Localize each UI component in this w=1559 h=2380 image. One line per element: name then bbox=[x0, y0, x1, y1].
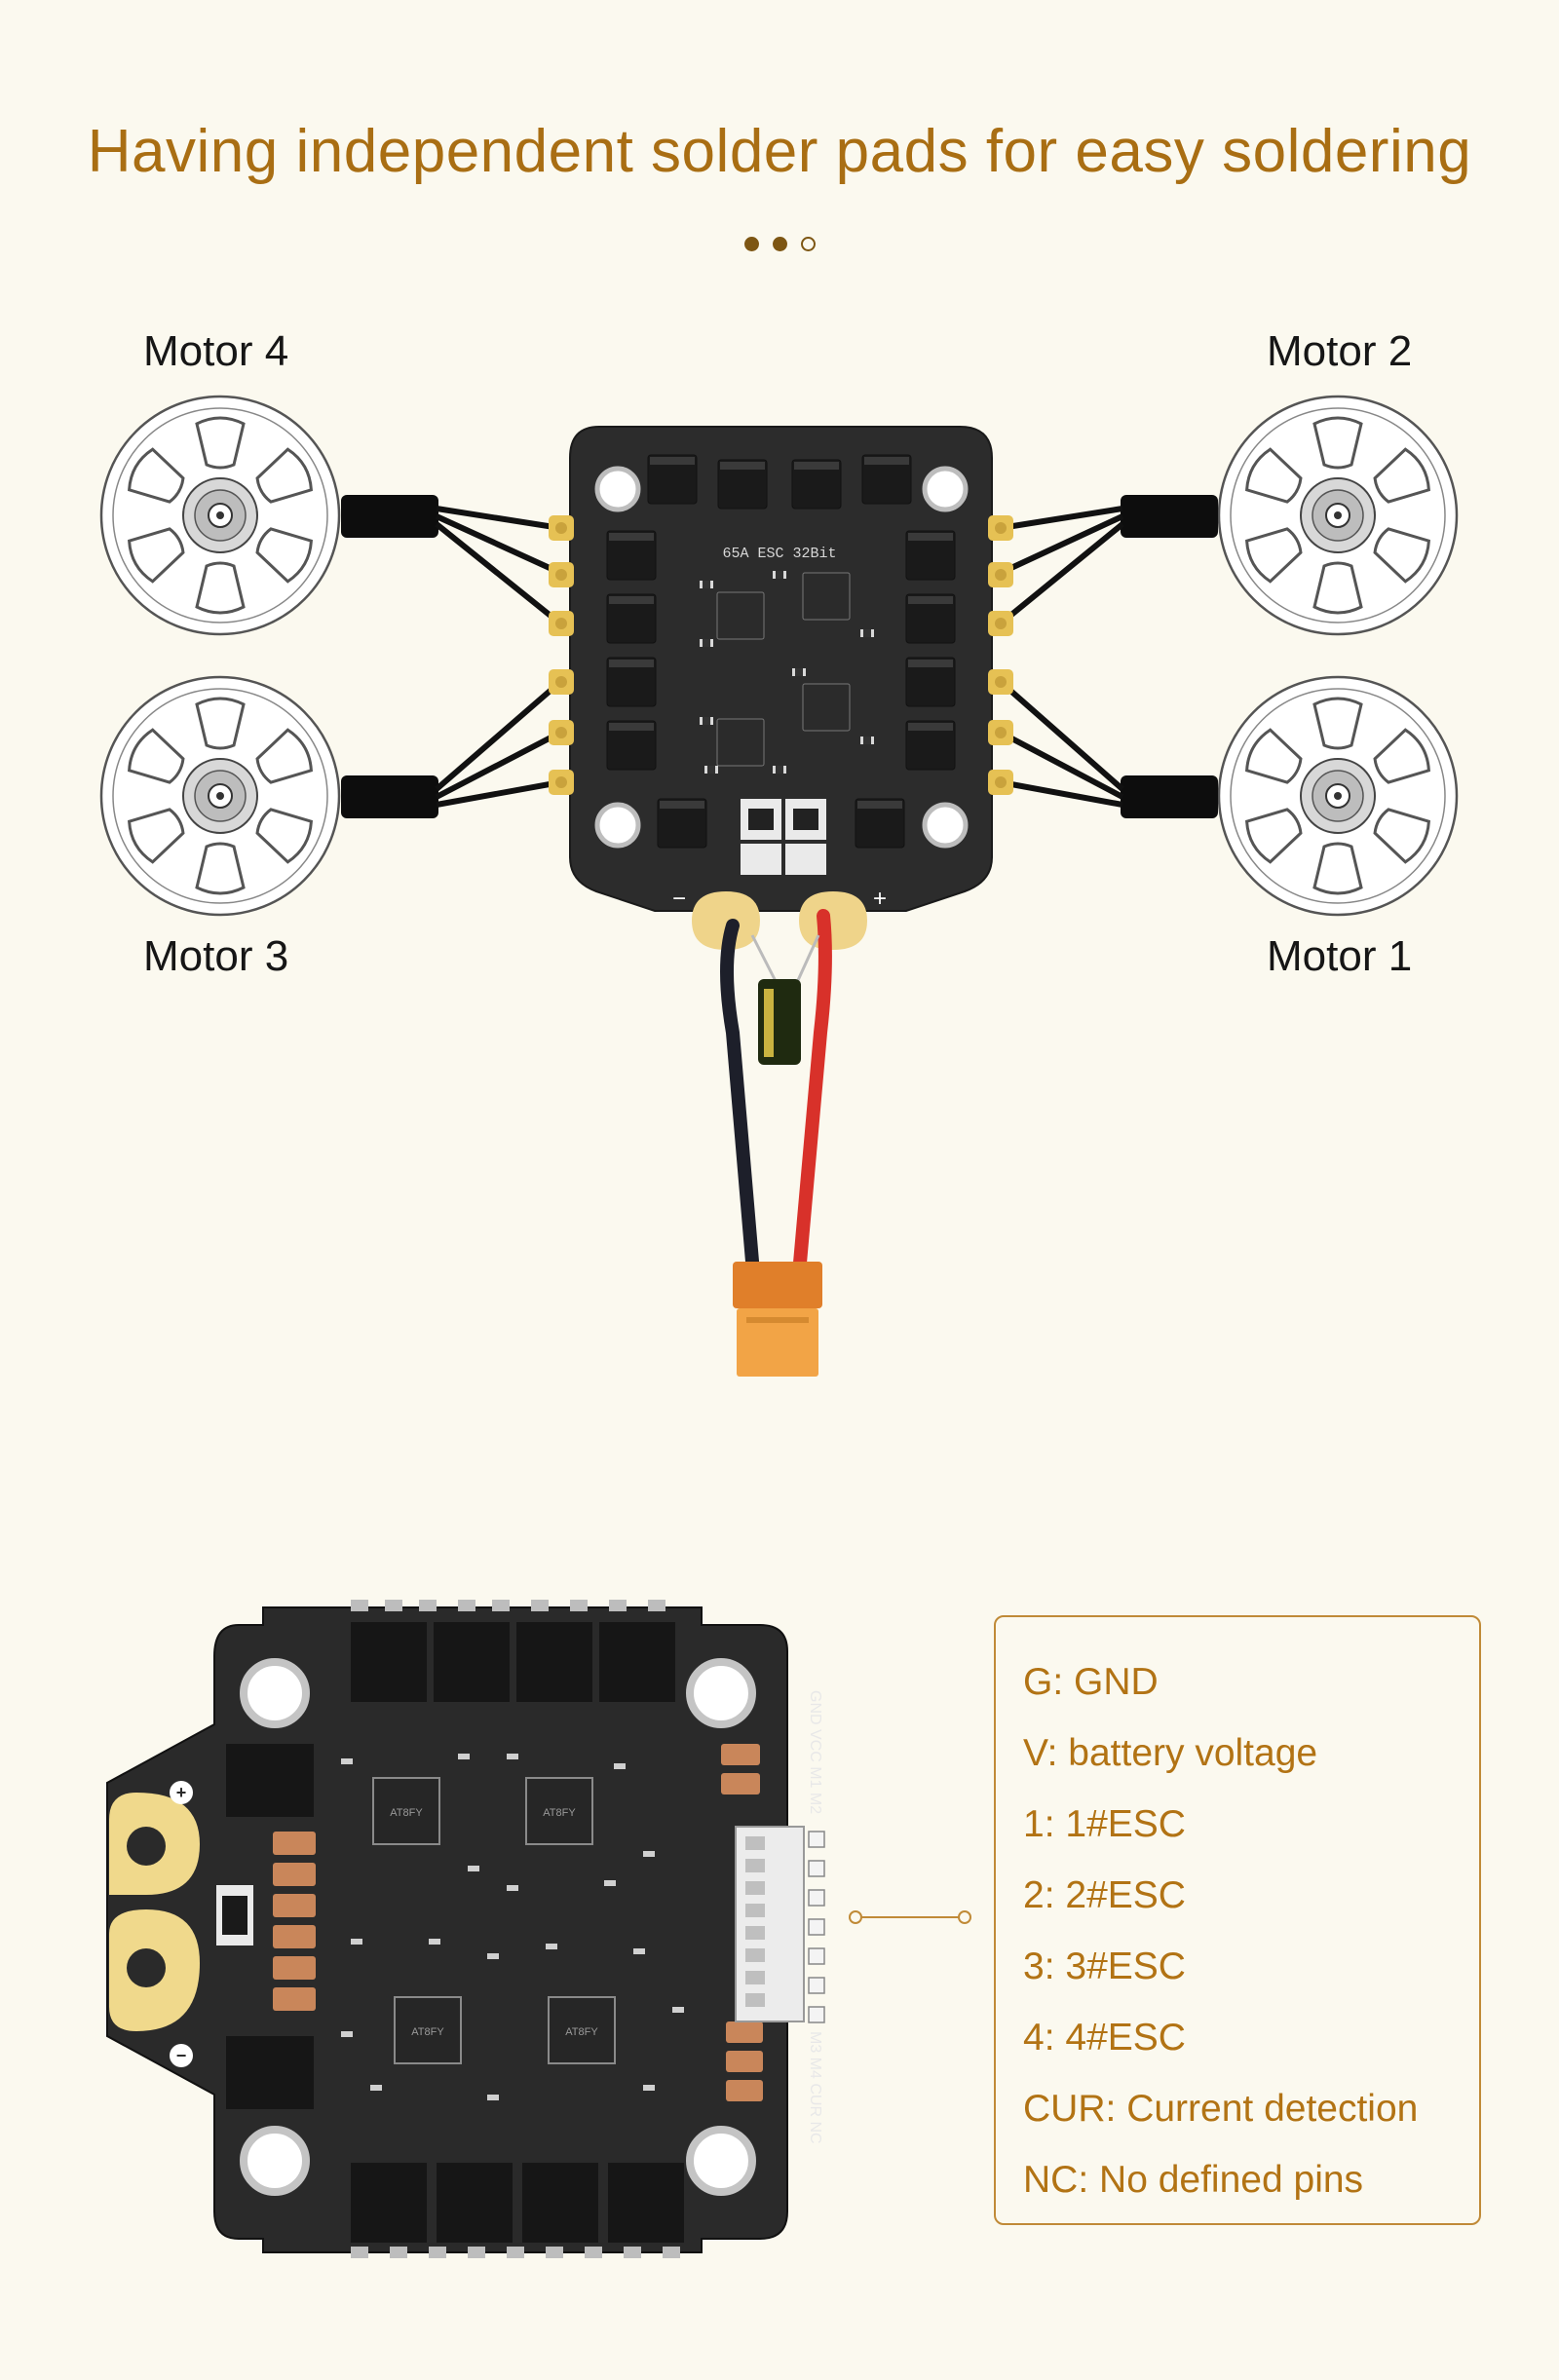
xt60-connector-icon bbox=[733, 1262, 822, 1308]
mcu-3-label: AT8FY bbox=[411, 2026, 444, 2038]
left-motor-wires bbox=[435, 506, 562, 808]
battery-lead bbox=[720, 909, 832, 1377]
motor-2-icon bbox=[1217, 395, 1459, 636]
legend-row-4: 4: 4#ESC bbox=[1023, 2017, 1186, 2059]
legend-row-1: 1: 1#ESC bbox=[1023, 1803, 1186, 1845]
motor-1-icon bbox=[1217, 675, 1459, 917]
motor-3-label: Motor 3 bbox=[143, 932, 289, 980]
motor-2-label: Motor 2 bbox=[1267, 327, 1413, 375]
esc-board-bottom: AT8FY AT8FY AT8FY AT8FY GND VCC bbox=[106, 1600, 825, 2258]
motor-3-icon bbox=[99, 675, 341, 917]
board-minus-label: − bbox=[672, 886, 686, 912]
bottom-plus-label: + bbox=[176, 1783, 187, 1802]
board-plus-label: + bbox=[873, 886, 887, 912]
legend-row-g: G: GND bbox=[1023, 1661, 1159, 1703]
right-motor-wires bbox=[999, 506, 1124, 808]
carousel-dots bbox=[0, 237, 1559, 251]
pin-legend: G: GND V: battery voltage 1: 1#ESC 2: 2#… bbox=[994, 1615, 1481, 2225]
callout-line bbox=[849, 1910, 971, 1924]
page-title: Having independent solder pads for easy … bbox=[87, 118, 1472, 185]
legend-row-3: 3: 3#ESC bbox=[1023, 1946, 1186, 1987]
carousel-dot-3[interactable] bbox=[800, 237, 816, 251]
legend-row-nc: NC: No defined pins bbox=[1023, 2159, 1364, 2201]
pin-header-label-top: GND VCC M1 M2 bbox=[807, 1690, 823, 1814]
legend-row-2: 2: 2#ESC bbox=[1023, 1874, 1186, 1916]
pin-header-label-bottom: M3 M4 CUR NC bbox=[807, 2031, 823, 2144]
mcu-1-label: AT8FY bbox=[390, 1807, 423, 1819]
bottom-minus-label: − bbox=[176, 2046, 187, 2065]
mcu-4-label: AT8FY bbox=[565, 2026, 598, 2038]
carousel-dot-2[interactable] bbox=[772, 237, 787, 251]
motor-3-cable bbox=[341, 775, 438, 818]
esc-board-top: 65A ESC 32Bit − + bbox=[549, 426, 1013, 950]
mcu-2-label: AT8FY bbox=[543, 1807, 576, 1819]
motor-4-cable bbox=[341, 495, 438, 538]
motor-2-cable bbox=[1121, 495, 1218, 538]
motor-4-icon bbox=[99, 395, 341, 636]
motor-1-cable bbox=[1121, 775, 1218, 818]
motor-4-label: Motor 4 bbox=[143, 327, 289, 375]
legend-row-cur: CUR: Current detection bbox=[1023, 2088, 1419, 2130]
legend-row-v: V: battery voltage bbox=[1023, 1732, 1318, 1774]
board-silkscreen: 65A ESC 32Bit bbox=[722, 546, 836, 562]
carousel-dot-1[interactable] bbox=[743, 237, 759, 251]
motor-1-label: Motor 1 bbox=[1267, 932, 1413, 980]
